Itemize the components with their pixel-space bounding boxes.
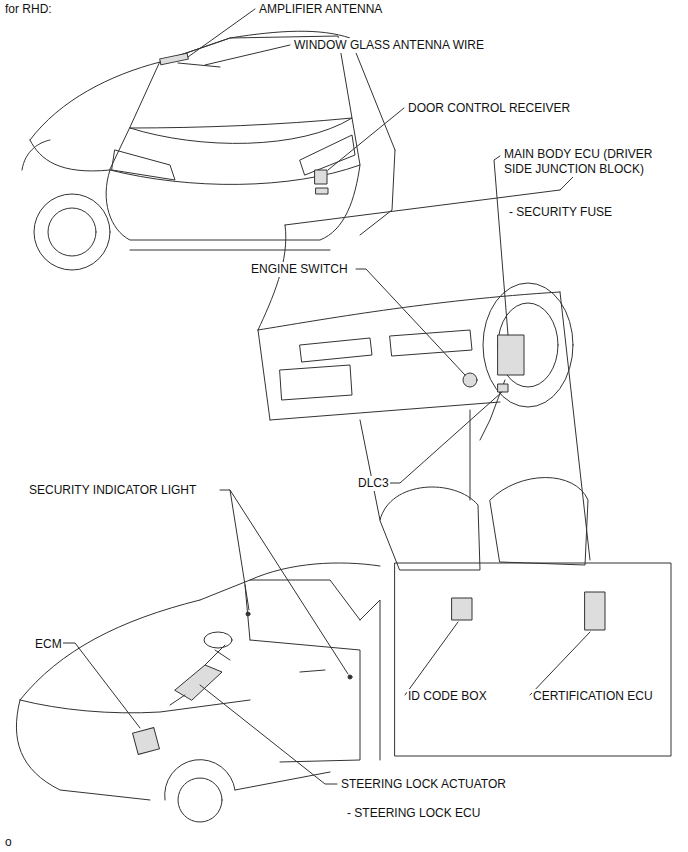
leader-lines [62, 9, 590, 784]
part-label: CERTIFICATION ECU [532, 689, 654, 704]
part-label: for RHD: [4, 2, 53, 17]
part-label: WINDOW GLASS ANTENNA WIRE [293, 38, 485, 53]
part-label: DLC3 [357, 476, 390, 491]
part-label: MAIN BODY ECU (DRIVER SIDE JUNCTION BLOC… [503, 147, 677, 177]
inset-frame [395, 563, 671, 756]
part-label: o [4, 835, 13, 850]
part-label: STEERING LOCK ACTUATOR [340, 777, 507, 792]
part-label: ECM [34, 637, 63, 652]
part-label: - STEERING LOCK ECU [346, 806, 481, 821]
part-label: AMPLIFIER ANTENNA [258, 2, 383, 17]
dashboard [258, 170, 590, 570]
part-label: SECURITY INDICATOR LIGHT [28, 483, 197, 498]
rear-car [22, 31, 395, 270]
part-label: ENGINE SWITCH [250, 262, 349, 277]
part-label: ID CODE BOX [407, 689, 488, 704]
part-label: DOOR CONTROL RECEIVER [407, 101, 571, 116]
front-car [16, 563, 380, 822]
part-label: - SECURITY FUSE [508, 205, 613, 220]
